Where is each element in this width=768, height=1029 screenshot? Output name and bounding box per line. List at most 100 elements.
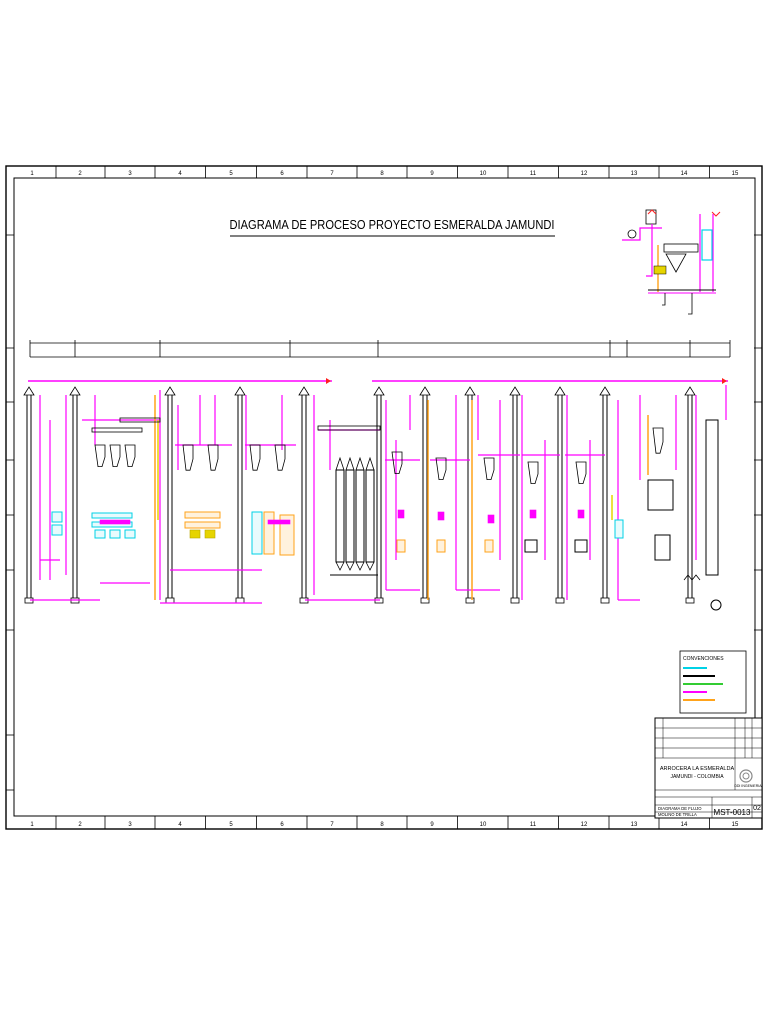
valve xyxy=(487,514,495,524)
column-number-bottom: 10 xyxy=(480,822,487,828)
column-number-top: 14 xyxy=(681,171,688,177)
bucket-elevator xyxy=(554,386,566,604)
elevator-head xyxy=(464,386,476,396)
elevator-head xyxy=(23,386,35,396)
column-number-top: 15 xyxy=(732,171,739,177)
elevator-boot xyxy=(510,597,520,604)
sheet-number: 02 xyxy=(753,805,761,812)
column-number-bottom: 15 xyxy=(732,822,739,828)
elevator-head xyxy=(419,386,431,396)
husker-unit xyxy=(263,511,275,555)
husker-unit xyxy=(396,539,406,553)
section-band xyxy=(29,340,731,358)
air-duct xyxy=(646,224,653,277)
valve xyxy=(577,509,585,519)
project-location: JAMUNDI - COLOMBIA xyxy=(670,774,724,780)
silo-body xyxy=(355,469,365,563)
outer-border xyxy=(5,165,763,830)
drawing-subject: DIAGRAMA DE FLUJO xyxy=(658,806,702,811)
bucket-elevator xyxy=(509,386,521,604)
equipment xyxy=(51,479,674,561)
hopper-bin xyxy=(652,427,664,454)
process-lines xyxy=(23,378,728,611)
silo-cone xyxy=(355,561,365,571)
outlet-line xyxy=(662,293,666,306)
legend-title: CONVENCIONES xyxy=(683,656,724,662)
bucket-elevator xyxy=(234,386,246,604)
silo-body xyxy=(345,469,355,563)
silo-roof xyxy=(345,456,355,471)
hopper-bin xyxy=(483,457,495,480)
hopper-bin xyxy=(94,444,106,467)
title-block: ARROCERA LA ESMERALDA JAMUNDI - COLOMBIA D… xyxy=(654,717,763,819)
column-number-top: 5 xyxy=(229,171,233,177)
silo-roof xyxy=(335,456,345,471)
conveyor xyxy=(663,243,699,253)
elevator-boot xyxy=(165,597,175,604)
husker-unit xyxy=(484,539,494,553)
elevator-head xyxy=(234,386,246,396)
company-name: DDI INGENIERIA xyxy=(734,784,762,788)
elevator-boot xyxy=(555,597,565,604)
column-number-top: 9 xyxy=(430,171,434,177)
hopper-bin xyxy=(274,444,286,471)
drawing-frame: 1122334455667788991010111112121313141415… xyxy=(5,165,763,830)
hopper-bin xyxy=(527,461,539,484)
motor-symbol xyxy=(710,599,722,611)
silo-roof xyxy=(355,456,365,471)
silo-body xyxy=(365,469,375,563)
column-number-bottom: 4 xyxy=(178,822,182,828)
cleaner-unit xyxy=(109,529,121,539)
hopper-bin xyxy=(124,444,136,467)
husker-unit xyxy=(184,521,221,529)
bucket-elevator xyxy=(298,386,310,604)
column-number-top: 6 xyxy=(280,171,284,177)
drawing-title: DIAGRAMA DE PROCESO PROYECTO ESMERALDA J… xyxy=(230,217,555,232)
flow-arrow xyxy=(722,378,727,384)
legend-box: CONVENCIONES xyxy=(679,650,747,714)
bucket-elevator xyxy=(684,386,696,604)
cleaner-unit xyxy=(124,529,136,539)
air-duct xyxy=(622,227,662,241)
elevator-head xyxy=(554,386,566,396)
drawing-number: MST-0013 xyxy=(714,808,751,817)
spring-symbol xyxy=(683,574,701,581)
cleaner-unit xyxy=(91,512,133,519)
column-number-top: 10 xyxy=(480,171,487,177)
drawing-subject: MOLINO DE TRILLA xyxy=(658,812,697,817)
flow-arrow xyxy=(326,378,331,384)
cleaner-unit xyxy=(614,519,624,539)
polisher-unit xyxy=(524,539,538,553)
vertical-column xyxy=(705,419,719,576)
bucket-elevator xyxy=(373,386,385,604)
client-name: ARROCERA LA ESMERALDA xyxy=(660,766,735,772)
hopper-bin xyxy=(575,461,587,484)
polisher-unit xyxy=(654,534,671,561)
title-block-frame xyxy=(654,717,763,819)
column-number-bottom: 8 xyxy=(380,822,384,828)
screw-conveyor xyxy=(119,417,161,423)
screw-conveyor xyxy=(317,425,381,431)
column-number-bottom: 6 xyxy=(280,822,284,828)
bucket-elevator xyxy=(164,386,176,604)
outlet-line xyxy=(688,293,693,315)
column-number-top: 1 xyxy=(30,171,34,177)
collector-box xyxy=(653,265,667,275)
column-number-bottom: 3 xyxy=(128,822,132,828)
cyclone-hopper xyxy=(665,253,687,273)
inner-border xyxy=(13,177,756,817)
cleaner-unit xyxy=(51,511,63,523)
column-number-bottom: 13 xyxy=(631,822,638,828)
elevator-boot xyxy=(420,597,430,604)
valve xyxy=(529,509,537,519)
column-number-top: 7 xyxy=(330,171,334,177)
cleaner-unit xyxy=(251,511,263,555)
legend-frame xyxy=(679,650,747,714)
aspiration-detail xyxy=(622,209,721,315)
column-number-bottom: 1 xyxy=(30,822,34,828)
husker-unit xyxy=(436,539,446,553)
elevator-head xyxy=(509,386,521,396)
column-number-top: 13 xyxy=(631,171,638,177)
